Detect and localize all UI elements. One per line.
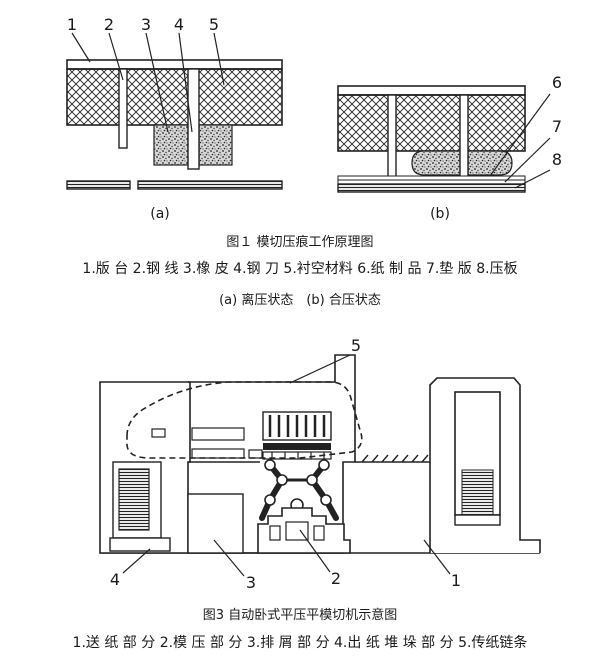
steel-knife-a: [187, 68, 200, 170]
feeder-base: [454, 514, 501, 526]
feed-sheets: [355, 454, 430, 463]
figure1-b: (b): [337, 85, 526, 222]
pressure-plate-a-right: [137, 180, 283, 190]
figure3-callouts: 5 4 3 2 1: [110, 336, 461, 592]
figure1-states: (a) 离压状态 (b) 合压状态: [219, 293, 381, 308]
rubber-block-a-left: [153, 124, 189, 166]
figure3-legend: 1.送 纸 部 分 2.模 压 部 分 3.排 屑 部 分 4.出 纸 堆 垛 …: [72, 635, 528, 651]
steel-knife-b: [459, 94, 469, 182]
callout-7: 7: [552, 117, 562, 136]
slot-1: [151, 428, 166, 438]
figure1-callouts-b: 6 7 8: [489, 73, 562, 189]
delivery-stack: [118, 468, 150, 531]
figure1-a: (a): [66, 59, 283, 222]
feeder-stack: [461, 469, 494, 516]
figure1-legend: 1.版 台 2.钢 线 3.橡 皮 4.钢 刀 5.衬空材料 6.纸 制 品 7…: [82, 261, 518, 277]
fig3-callout-1: 1: [451, 571, 461, 590]
callout-2: 2: [104, 15, 114, 34]
backing-material-b: [337, 94, 526, 152]
fig3-callout-5: 5: [351, 336, 361, 355]
slot-4: [248, 449, 263, 459]
subfig-a-label: (a): [150, 206, 170, 222]
waste-section: [187, 493, 244, 554]
callout-4: 4: [174, 15, 184, 34]
steel-line-a: [118, 68, 128, 149]
figure3-machine: [99, 354, 541, 554]
transfer-chain: [126, 381, 363, 459]
rubber-blob-b-right: [467, 150, 513, 176]
fig3-callout-3: 3: [246, 573, 256, 592]
toggle-linkage: [259, 459, 339, 521]
subfig-b-label: (b): [430, 206, 450, 222]
rubber-block-a-right: [198, 124, 233, 166]
paper-product-b: [337, 175, 526, 181]
die-bar-2: [262, 451, 332, 460]
backing-material-a: [66, 68, 283, 126]
platen-a: [66, 59, 283, 70]
callout-6: 6: [552, 73, 562, 92]
slot-3: [191, 448, 245, 459]
figure3-title: 图3 自动卧式平压平模切机示意图: [202, 608, 398, 623]
delivery-base: [109, 537, 171, 552]
figure1-callouts-a: 1 2 3 4 5: [67, 15, 225, 133]
figure1-title: 图１ 模切压痕工作原理图: [226, 235, 374, 250]
die-bar-1: [263, 443, 331, 450]
callout-8: 8: [552, 150, 562, 169]
steel-line-b: [387, 94, 397, 183]
slot-2: [191, 427, 245, 441]
rubber-blob-b-left: [411, 150, 461, 176]
callout-5: 5: [209, 15, 219, 34]
fig3-callout-4: 4: [110, 570, 120, 589]
callout-1: 1: [67, 15, 77, 34]
pressure-plate-b: [337, 183, 526, 193]
pressure-plate-a-left: [66, 180, 131, 190]
callout-3: 3: [141, 15, 151, 34]
fig3-callout-2: 2: [331, 569, 341, 588]
platen-b: [337, 85, 526, 96]
